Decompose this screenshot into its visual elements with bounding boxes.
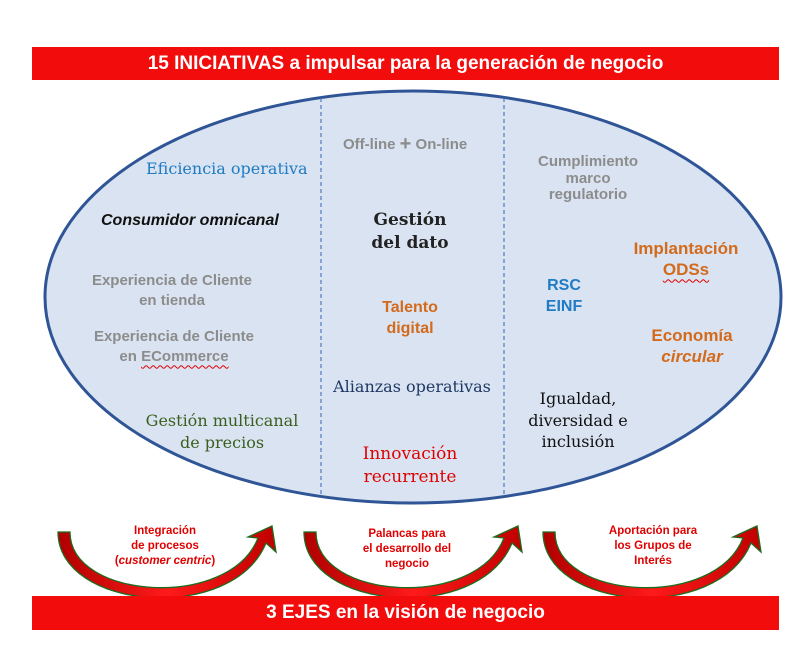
gestion-dato-line2: del dato (371, 232, 449, 253)
axis-2-line3: negocio (384, 557, 430, 570)
economia-line2: circular (661, 347, 723, 367)
talento-digital-label: Talento digital (360, 298, 460, 340)
online-text: On-line (415, 136, 468, 153)
axis-3-line2: los Grupos de (614, 539, 692, 552)
implantacion-line2: ODSs (662, 260, 710, 280)
gestion-precios-line1: Gestión multicanal (145, 411, 299, 430)
rsc-einf-label: RSC EINF (538, 276, 590, 318)
consumidor-omnicanal-label: Consumidor omnicanal (101, 212, 279, 229)
axis-1-line2: de procesos (131, 539, 199, 552)
experiencia-tienda-line2: en tienda (139, 292, 205, 310)
cumplimiento-line3: regulatorio (548, 186, 628, 203)
talento-digital-line2: digital (386, 319, 434, 337)
experiencia-ecommerce-prefix: en (119, 348, 142, 366)
axis-3-label: Aportación para los Grupos de Interés (598, 524, 708, 569)
central-ellipse (43, 89, 783, 505)
einf-text: EINF (545, 297, 583, 315)
rsc-text: RSC (547, 277, 581, 294)
gestion-dato-label: Gestión del dato (350, 209, 470, 255)
innovacion-recurrente-label: Innovación recurrente (347, 443, 473, 489)
implantacion-line1: Implantación (633, 239, 739, 258)
gestion-precios-label: Gestión multicanal de precios (144, 410, 300, 453)
gestion-dato-line1: Gestión (373, 210, 447, 230)
axis-3-line1: Aportación para (608, 525, 698, 537)
implantacion-ods-label: Implantación ODSs (624, 238, 748, 281)
axis-1-label: Integración de procesos (customer centri… (103, 524, 227, 569)
curved-arrow-2 (303, 525, 523, 599)
axis-3-line3: Interés (634, 554, 672, 567)
innovacion-line2: recurrente (363, 466, 457, 487)
cumplimiento-label: Cumplimiento marco regulatorio (525, 153, 651, 204)
bottom-banner: 3 EJES en la visión de negocio (32, 596, 779, 630)
economia-circular-label: Economía circular (642, 325, 742, 368)
economia-line1: Economía (651, 326, 733, 345)
igualdad-line1: Igualdad, (539, 389, 617, 408)
eficiencia-operativa-label: Eficiencia operativa (146, 159, 308, 178)
curved-arrow-1 (57, 525, 277, 599)
axis-2-line2: el desarrollo del (362, 542, 452, 555)
top-banner: 15 INICIATIVAS a impulsar para la genera… (32, 47, 779, 80)
cumplimiento-line2: marco (565, 169, 611, 187)
talento-digital-line1: Talento (382, 299, 438, 316)
igualdad-line2: diversidad e (528, 410, 628, 430)
experiencia-ecommerce-line1: Experiencia de Cliente (93, 328, 255, 345)
axis-2-line1: Palancas para (368, 528, 446, 540)
igualdad-line3: inclusión (541, 432, 615, 452)
offline-text: Off-line (343, 136, 396, 153)
plus-icon: + (399, 133, 412, 155)
experiencia-tienda-line1: Experiencia de Cliente (91, 272, 253, 289)
offline-online-label: Off-line + On-line (343, 133, 467, 156)
cumplimiento-line1: Cumplimiento (538, 153, 638, 170)
top-banner-text: 15 INICIATIVAS a impulsar para la genera… (147, 52, 664, 74)
axis-1-paren-close: ) (211, 554, 216, 567)
experiencia-ecommerce-line2: en ECommerce (86, 348, 262, 365)
bottom-banner-text: 3 EJES en la visión de negocio (266, 602, 545, 623)
axis-1-paren-open: ( (114, 554, 119, 567)
axis-1-line1: Integración (134, 525, 196, 537)
axis-1-italic: customer centric (118, 554, 212, 567)
axis-1-line3: (customer centric) (103, 554, 227, 569)
igualdad-label: Igualdad, diversidad e inclusión (524, 388, 632, 453)
gestion-precios-line2: de precios (179, 432, 265, 452)
axis-2-label: Palancas para el desarrollo del negocio (352, 527, 462, 572)
experiencia-ecommerce-label: Experiencia de Cliente en ECommerce (86, 328, 262, 366)
curved-arrow-3 (542, 525, 762, 599)
innovacion-line1: Innovación (362, 444, 458, 464)
experiencia-tienda-label: Experiencia de Cliente en tienda (84, 272, 260, 310)
alianzas-operativas-label: Alianzas operativas (333, 377, 491, 396)
ecommerce-word: ECommerce (141, 348, 229, 366)
